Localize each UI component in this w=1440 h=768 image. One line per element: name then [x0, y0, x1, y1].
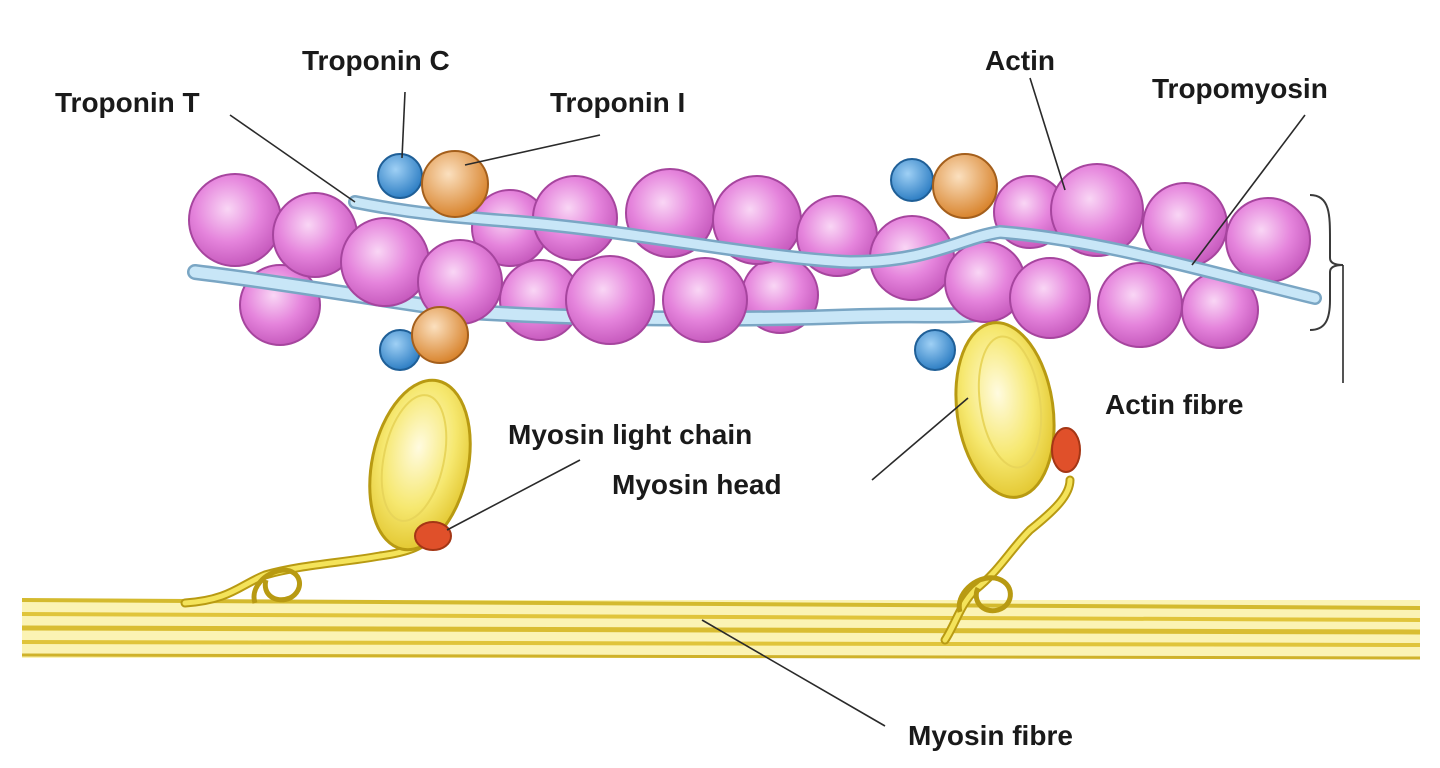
myosin-fibre: [21, 598, 1421, 660]
actin-monomer: [1097, 262, 1183, 348]
label-myosin-fibre: Myosin fibre: [908, 720, 1073, 751]
troponin-i-ball: [932, 153, 998, 219]
label-troponin-c: Troponin C: [302, 45, 450, 76]
actin-monomer: [1009, 257, 1091, 339]
actin-leader: [1029, 77, 1066, 191]
troponin-c-ball: [890, 158, 934, 202]
label-actin-fibre: Actin fibre: [1105, 389, 1243, 420]
actin-monomer: [340, 217, 430, 307]
label-myosin-light-chain: Myosin light chain: [508, 419, 752, 450]
troponin-i-ball: [411, 306, 469, 364]
actin-fibre-bracket: [1309, 194, 1344, 331]
troponin-c-ball: [914, 329, 956, 371]
troponin-c-leader: [401, 91, 406, 159]
troponin-i-leader: [464, 134, 601, 166]
myosin-head-leader: [871, 397, 969, 481]
myosin-light-chain-leader: [446, 459, 581, 531]
troponin-complex-right: [890, 153, 998, 371]
leader-lines: [229, 77, 1306, 727]
myosin-light-chain-right: [1051, 427, 1081, 473]
actin-monomer: [1050, 163, 1144, 257]
myosin-light-chain-left: [414, 521, 452, 551]
troponin-c-ball: [377, 153, 423, 199]
myosin-head-right: [940, 321, 1081, 645]
troponin-complex-left: [377, 150, 489, 371]
actin-monomer: [1225, 197, 1311, 283]
actin-monomer: [565, 255, 655, 345]
label-tropomyosin: Tropomyosin: [1152, 73, 1328, 104]
troponin-t-leader: [229, 114, 356, 203]
myosin-head-left: [180, 378, 472, 608]
actin-front-row: [188, 163, 1311, 348]
label-troponin-t: Troponin T: [55, 87, 200, 118]
tropomyosin-leader: [1191, 114, 1306, 266]
label-myosin-head: Myosin head: [612, 469, 782, 500]
troponin-i-ball: [421, 150, 489, 218]
actin-monomer: [188, 173, 282, 267]
actin-monomer: [662, 257, 748, 343]
label-troponin-i: Troponin I: [550, 87, 685, 118]
label-actin: Actin: [985, 45, 1055, 76]
myosin-fibre-leader: [701, 619, 886, 727]
